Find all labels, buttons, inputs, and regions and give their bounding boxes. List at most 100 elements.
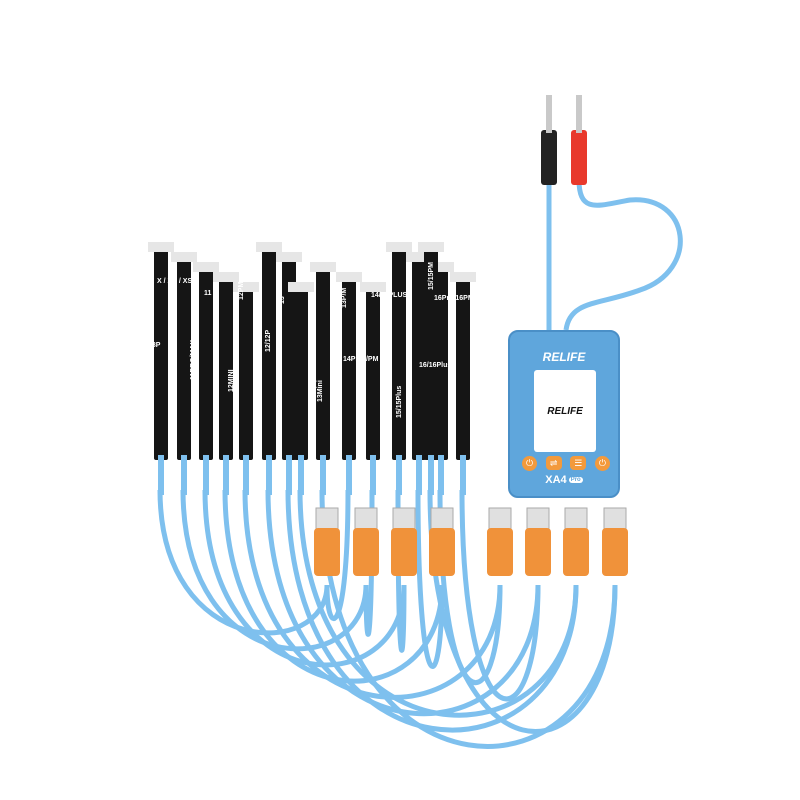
flex-label: 13 (279, 296, 286, 304)
swap-button[interactable]: ⇌ (545, 456, 562, 470)
red-probe-pin (576, 95, 582, 133)
black-probe (541, 130, 557, 185)
device-screen: RELIFE (534, 370, 596, 452)
flex-label: X / XA / XSM (157, 278, 198, 285)
usb-plug-metal (392, 507, 416, 531)
power-icon: ⏻ (525, 458, 534, 468)
flex-label: 16/16Plus (419, 362, 452, 369)
flex-connector (171, 252, 197, 262)
flex-connector (336, 272, 362, 282)
flex-connector (406, 252, 432, 262)
usb-plug-metal (564, 507, 588, 531)
menu-button[interactable]: ☰ (570, 456, 587, 470)
flex-cable (342, 280, 356, 460)
usb-cable (242, 489, 503, 700)
red-probe (571, 130, 587, 185)
flex-cable-lead (266, 455, 272, 495)
usb-plug-body (563, 528, 589, 576)
flex-label: 12MINI (228, 369, 235, 392)
usb-plug-body (353, 528, 379, 576)
flex-connector (450, 272, 476, 282)
flex-cable (282, 260, 296, 460)
usb-cable (427, 489, 618, 734)
power-left-button[interactable]: ⏻ (522, 456, 537, 471)
flex-connector (360, 282, 386, 292)
flex-cable-lead (416, 455, 422, 495)
flex-cable (239, 290, 253, 460)
usb-cable (415, 489, 445, 669)
usb-cable (319, 489, 618, 749)
flex-cable-lead (286, 455, 292, 495)
flex-cable-lead (181, 455, 187, 495)
probe-cable (546, 179, 683, 331)
flex-connector (386, 242, 412, 252)
usb-plug-body (314, 528, 340, 576)
flex-cable-lead (203, 455, 209, 495)
flex-label: 13Mini (317, 380, 324, 402)
flex-label: 15/15PM (428, 261, 435, 290)
usb-plug-body (602, 528, 628, 576)
model-badge: Pro (568, 477, 583, 484)
usb-plug-metal (430, 507, 454, 531)
flex-connector (213, 272, 239, 282)
usb-plug-body (429, 528, 455, 576)
flex-label: 14PRO/PM (343, 356, 379, 363)
usb-plug-metal (315, 507, 339, 531)
flex-label: 11PRO/MAX (190, 339, 197, 380)
flex-cable-lead (346, 455, 352, 495)
brand-logo: RELIFE (542, 350, 586, 364)
flex-cable-lead (298, 455, 304, 495)
flex-cable-lead (460, 455, 466, 495)
flex-cable (262, 250, 276, 460)
flex-label: 14/14PLUS (371, 292, 408, 299)
flex-cable (294, 290, 308, 460)
flex-cable (177, 260, 191, 460)
usb-plug-body (391, 528, 417, 576)
flex-cable (199, 270, 213, 460)
usb-plug-body (525, 528, 551, 576)
screen-logo: RELIFE (547, 405, 583, 417)
power-icon: ⏻ (598, 458, 607, 468)
flex-cable-lead (243, 455, 249, 495)
flex-cable (154, 250, 168, 460)
flex-cable (412, 260, 426, 460)
flex-connector (193, 262, 219, 272)
usb-cable (285, 489, 579, 733)
flex-cable (456, 280, 470, 460)
usb-plug-metal (526, 507, 550, 531)
flex-cable-lead (223, 455, 229, 495)
usb-cable (459, 489, 541, 702)
flex-label: 12PM (238, 281, 245, 300)
flex-connector (288, 282, 314, 292)
usb-plug-metal (603, 507, 627, 531)
flex-label: 13P/M (341, 287, 348, 308)
flex-cable-lead (158, 455, 164, 495)
flex-cable (366, 290, 380, 460)
flex-label: 15/15Plus (396, 385, 403, 418)
model-label: XA4 (545, 474, 567, 486)
flex-cable (424, 250, 438, 460)
flex-cable-lead (370, 455, 376, 495)
flex-connector (428, 262, 454, 272)
flex-label: 11 (204, 290, 212, 297)
flex-cable (316, 270, 330, 460)
flex-label: 16Pro/16PM (434, 295, 474, 302)
power-right-button[interactable]: ⏻ (594, 456, 610, 471)
black-probe-pin (546, 95, 552, 133)
usb-plug-metal (354, 507, 378, 531)
flex-cable-lead (320, 455, 326, 495)
flex-connector (418, 242, 444, 252)
flex-cable (219, 280, 233, 460)
swap-icon: ⇌ (549, 458, 558, 468)
flex-cable (392, 250, 406, 460)
flex-connector (276, 252, 302, 262)
flex-connector (233, 282, 259, 292)
flex-label: 8/8P (146, 342, 161, 349)
flex-cable-lead (396, 455, 402, 495)
usb-plug-body (487, 528, 513, 576)
flex-connector (256, 242, 282, 252)
flex-cable-lead (438, 455, 444, 495)
usb-plug-metal (488, 507, 512, 531)
